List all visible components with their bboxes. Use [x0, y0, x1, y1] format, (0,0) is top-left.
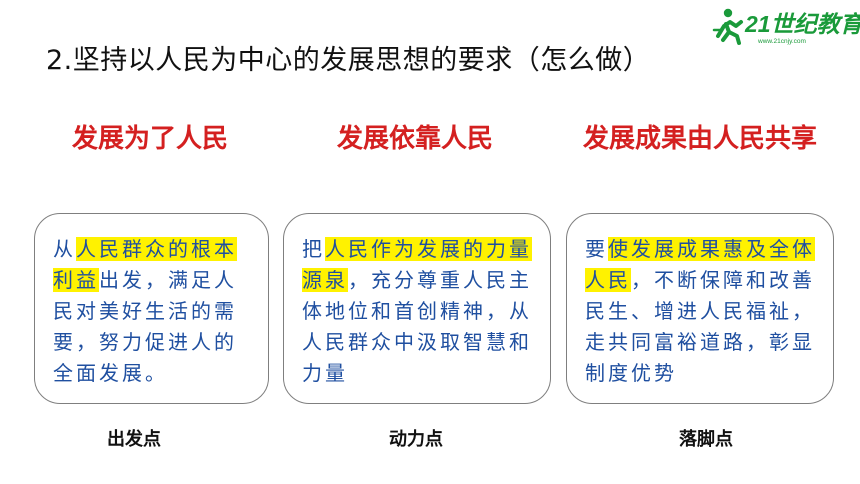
logo-text: 21世纪教育 [744, 11, 860, 37]
heading-results-shared-by-people: 发展成果由人民共享 [582, 124, 817, 154]
label-starting-point: 出发点 [107, 429, 161, 450]
page-title: 2.坚持以人民为中心的发展思想的要求（怎么做） [46, 45, 651, 76]
runner-logo-icon: 21世纪教育 www.21cnjy.com [712, 8, 860, 45]
card-development-for-people: 从人民群众的根本利益出发，满足人民对美好生活的需要，努力促进人的全面发展。 [34, 213, 269, 404]
logo: 21世纪教育 www.21cnjy.com [712, 6, 860, 46]
heading-development-relies-on-people: 发展依靠人民 [336, 124, 493, 154]
card-text: 从人民群众的根本利益出发，满足人民对美好生活的需要，努力促进人的全面发展。 [53, 237, 237, 385]
card-development-relies-on-people: 把人民作为发展的力量源泉，充分尊重人民主体地位和首创精神，从人民群众中汲取智慧和… [283, 213, 551, 404]
card-results-shared-by-people: 要使发展成果惠及全体人民，不断保障和改善民生、增进人民福祉，走共同富裕道路，彰显… [566, 213, 834, 404]
card-text: 把人民作为发展的力量源泉，充分尊重人民主体地位和首创精神，从人民群众中汲取智慧和… [302, 237, 532, 385]
logo-subtext: www.21cnjy.com [757, 38, 806, 45]
label-driving-force: 动力点 [389, 429, 443, 450]
heading-development-for-people: 发展为了人民 [71, 124, 228, 154]
label-end-point: 落脚点 [679, 429, 733, 450]
card-text: 要使发展成果惠及全体人民，不断保障和改善民生、增进人民福祉，走共同富裕道路，彰显… [585, 237, 815, 385]
